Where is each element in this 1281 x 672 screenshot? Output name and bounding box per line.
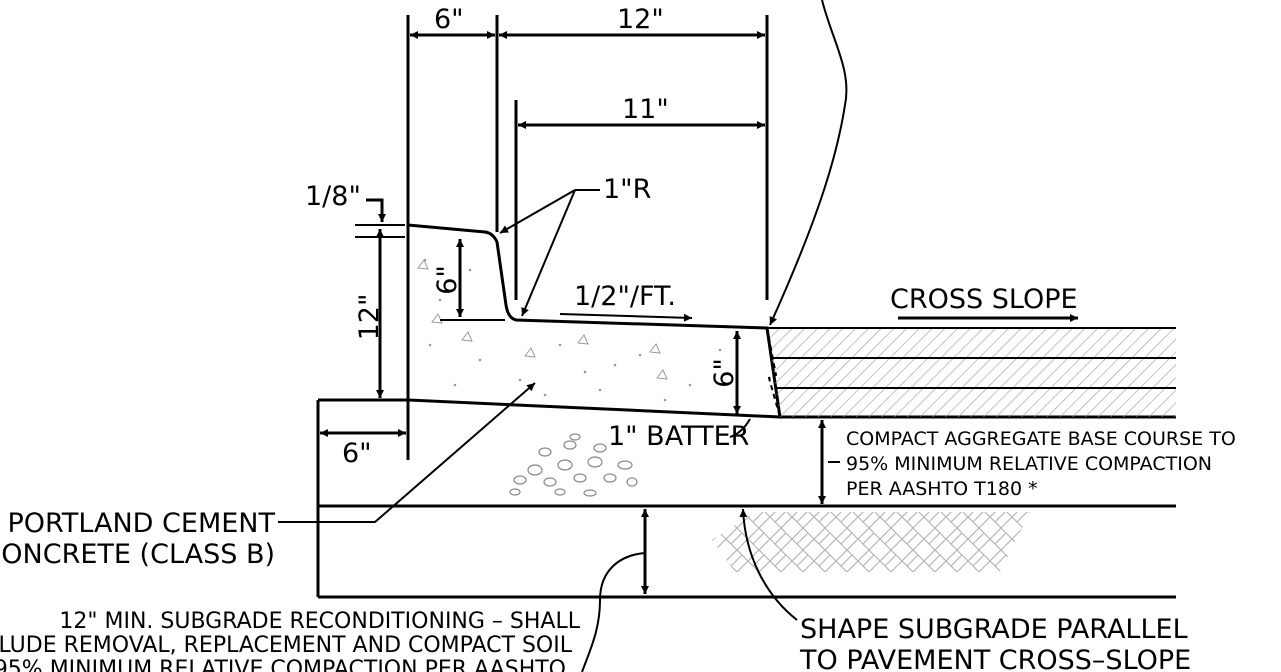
shape-subgrade-leader bbox=[739, 508, 798, 621]
subgrade-note-line1: 12" MIN. SUBGRADE RECONDITIONING – SHALL bbox=[59, 609, 580, 634]
radius-label: 1"R bbox=[603, 174, 651, 205]
base-course-dimension bbox=[818, 420, 840, 504]
pcc-label-line1: PORTLAND CEMENT bbox=[8, 508, 276, 539]
base-extension-dimension bbox=[320, 400, 410, 460]
subgrade-note-line3: 95% MINIMUM RELATIVE COMPACTION PER AASH… bbox=[0, 657, 566, 672]
base-course-note-line1: COMPACT AGGREGATE BASE COURSE TO bbox=[846, 428, 1236, 450]
dim-total-height-12in: 12" bbox=[354, 294, 385, 341]
gutter-slope-arrow bbox=[559, 313, 693, 322]
vertical-dimensions bbox=[376, 229, 741, 414]
pcc-label-line2: CONCRETE (CLASS B) bbox=[0, 539, 275, 570]
dim-base-6in: 6" bbox=[342, 438, 372, 469]
dim-top-right-12in: 12" bbox=[617, 4, 664, 35]
dim-lip-1-8in: 1/8" bbox=[305, 181, 361, 212]
batter-leader bbox=[729, 418, 751, 438]
dim-gutter-11in: 11" bbox=[622, 94, 669, 125]
shape-subgrade-line2: TO PAVEMENT CROSS–SLOPE bbox=[799, 645, 1191, 672]
top-dimensions bbox=[406, 15, 769, 300]
dim-curb-face-6in: 6" bbox=[432, 265, 463, 295]
radius-leaders bbox=[499, 189, 600, 317]
subgrade-texture bbox=[712, 512, 1030, 572]
base-course-note-line2: 95% MINIMUM RELATIVE COMPACTION bbox=[846, 453, 1212, 475]
cross-slope-label: CROSS SLOPE bbox=[890, 284, 1078, 315]
batter-label: 1" BATTER bbox=[608, 421, 749, 452]
concrete-texture bbox=[417, 258, 722, 402]
shape-subgrade-line1: SHAPE SUBGRADE PARALLEL bbox=[800, 614, 1188, 645]
dim-top-left-6in: 6" bbox=[434, 4, 464, 35]
subgrade-note-line2: LUDE REMOVAL, REPLACEMENT AND COMPACT SO… bbox=[0, 633, 573, 658]
gutter-slope-label: 1/2"/FT. bbox=[574, 281, 676, 312]
top-curved-leader bbox=[769, 0, 848, 326]
curb-body bbox=[406, 223, 782, 419]
aggregate-texture bbox=[509, 433, 638, 497]
subgrade-leader bbox=[581, 552, 646, 672]
pavement-section bbox=[766, 327, 1176, 418]
dim-gutter-depth-6in: 6" bbox=[709, 358, 740, 388]
pcc-leader bbox=[278, 382, 536, 523]
base-course-note-line3: PER AASHTO T180 * bbox=[846, 478, 1038, 500]
